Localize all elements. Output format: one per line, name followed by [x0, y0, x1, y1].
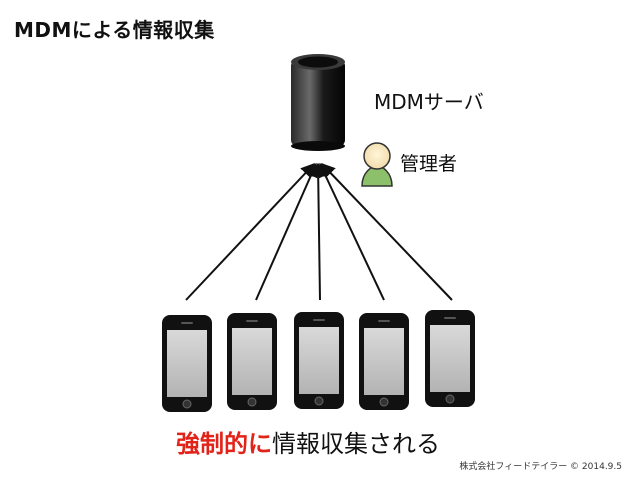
admin-person-icon — [361, 142, 393, 187]
arrow-phone-3 — [311, 162, 326, 301]
server-label: MDMサーバ — [374, 90, 484, 114]
smartphone-icon — [425, 310, 475, 407]
smartphone-icon — [162, 315, 212, 412]
smartphone-icon — [294, 312, 344, 409]
footer-credit: 株式会社フィードテイラー © 2014.9.5 — [459, 462, 622, 472]
smartphone-icon — [227, 313, 277, 410]
mac-pro-server-icon — [291, 54, 345, 151]
arrow-phone-2 — [255, 162, 318, 301]
admin-label: 管理者 — [400, 153, 458, 175]
caption-emphasis: 強制的に — [176, 430, 272, 458]
arrow-group — [185, 162, 453, 301]
arrow-phone-4 — [319, 162, 385, 301]
arrow-phone-1 — [185, 162, 315, 301]
smartphone-icon — [359, 313, 409, 410]
page-title: MDMによる情報収集 — [14, 18, 215, 42]
caption: 強制的に情報収集される — [176, 424, 440, 459]
caption-rest: 情報収集される — [272, 430, 440, 458]
phone-group — [162, 310, 475, 412]
arrow-phone-5 — [321, 162, 453, 301]
